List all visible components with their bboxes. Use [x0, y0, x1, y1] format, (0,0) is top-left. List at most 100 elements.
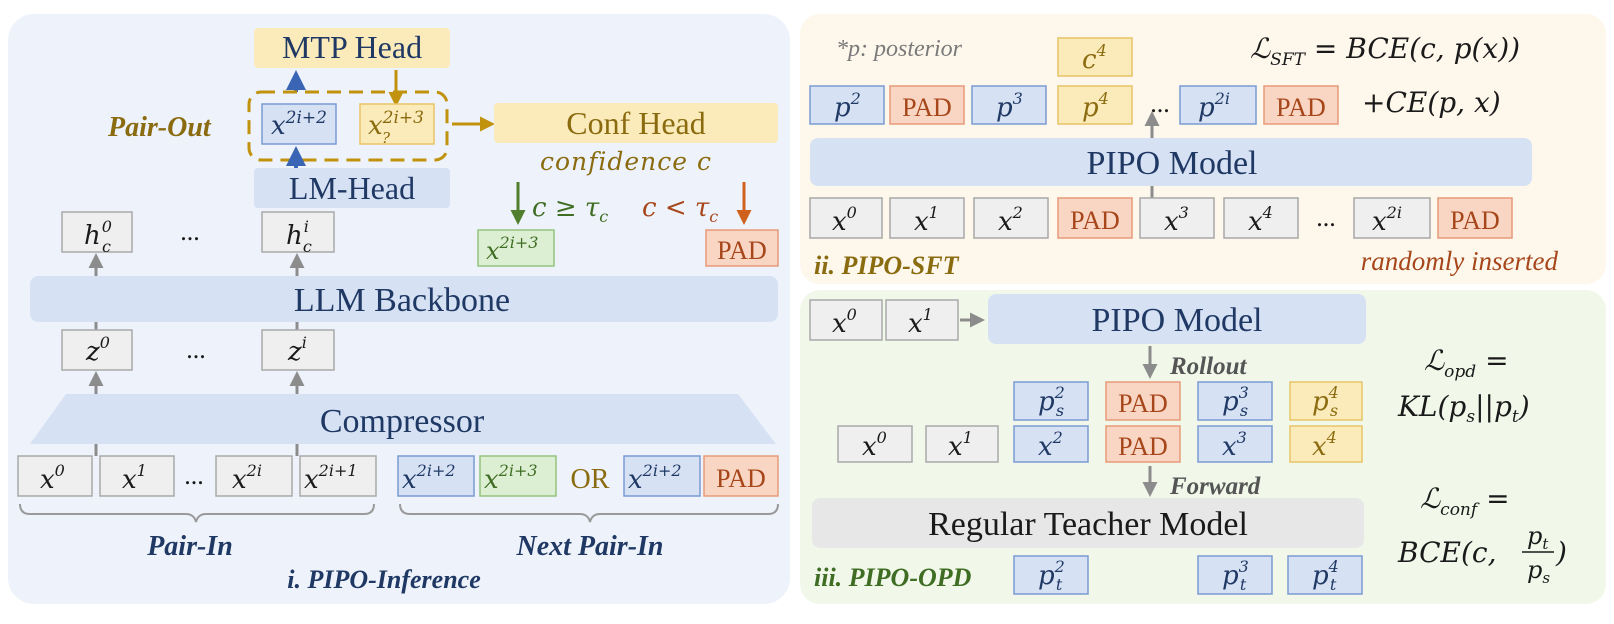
- posterior-c4-box: [1057, 37, 1133, 77]
- pipo-model-opd-label: PIPO Model: [1092, 302, 1263, 339]
- panel-iii-title: iii. PIPO-OPD: [814, 563, 972, 592]
- panel-i-title: i. PIPO-Inference: [287, 565, 481, 594]
- post-p3-box: [971, 85, 1047, 125]
- panel-ii-title: ii. PIPO-SFT: [814, 251, 960, 280]
- pipo-model-opd-box: [988, 294, 1366, 344]
- hidden-hci-box: [261, 211, 335, 253]
- loss-opd-line2: KL(ps||pt): [1397, 390, 1530, 427]
- lm-head-label: LM-Head: [289, 170, 415, 206]
- pair-in-brace: [19, 503, 375, 523]
- token-x-2i-plus-3-accepted: [477, 229, 555, 267]
- input-x2i-plus-1-box: [299, 455, 377, 497]
- opd-x4-box: [1289, 425, 1363, 463]
- lm-head-box: [254, 168, 450, 208]
- teacher-model-box: [812, 498, 1364, 548]
- sft-x3-box: [1139, 197, 1215, 239]
- next-pair-in-label: Next Pair-In: [516, 531, 664, 562]
- opd-pad-label: PAD: [1118, 432, 1168, 461]
- conf-head-label: Conf Head: [566, 105, 706, 141]
- latent-zi-box: [261, 329, 335, 371]
- sft-pad-2-box: [1437, 197, 1513, 239]
- llm-backbone-box: [30, 276, 778, 322]
- compressor-shape: [30, 394, 776, 444]
- post-p2-box: [809, 85, 885, 125]
- teacher-model-label: Regular Teacher Model: [928, 506, 1248, 543]
- next-x2i-plus-2-box-a: [397, 455, 475, 497]
- sft-pad-2-label: PAD: [1450, 206, 1500, 235]
- next-pair-in-brace: [399, 503, 779, 523]
- sft-input-ellipsis: ...: [1316, 203, 1336, 232]
- token-x-2i-plus-3-out-label: x2i+3?: [368, 108, 424, 147]
- mtp-head-label: MTP Head: [282, 29, 422, 65]
- opd-x1-box: [925, 425, 999, 463]
- conf-head-box: [494, 103, 778, 143]
- pair-in-label: Pair-In: [146, 531, 233, 562]
- loss-conf-line1: ℒconf =: [1420, 482, 1510, 520]
- input-x1-box: [99, 455, 175, 497]
- pt4-box: [1287, 555, 1363, 595]
- or-label: OR: [571, 464, 610, 495]
- input-x2i-box: [215, 455, 293, 497]
- opd-pad-box: [1105, 425, 1181, 463]
- ps4-box: [1289, 381, 1363, 421]
- loss-sft-line1: ℒSFT = BCE(c, p(x)): [1250, 32, 1520, 70]
- pipo-model-sft-label: PIPO Model: [1087, 145, 1258, 182]
- sft-x2i-box: [1353, 197, 1431, 239]
- confidence-label: confidence c: [540, 147, 712, 176]
- opd-x3-box: [1197, 425, 1273, 463]
- loss-sft-line2: +CE(p, x): [1362, 86, 1501, 119]
- rollout-label: Rollout: [1169, 353, 1247, 380]
- latent-z0-box: [61, 329, 133, 371]
- loss-conf-close: ): [1555, 536, 1567, 569]
- pt2-box: [1013, 555, 1089, 595]
- hc-ellipsis: ...: [180, 217, 200, 246]
- hidden-hc0-box: [61, 211, 133, 253]
- post-pad-1-label: PAD: [902, 93, 952, 122]
- post-ellipsis: ...: [1150, 89, 1170, 118]
- sft-x4-box: [1223, 197, 1299, 239]
- token-x-2i-plus-2-out-label: x2i+2: [271, 108, 327, 141]
- post-p4-box: [1057, 85, 1133, 125]
- input-ellipsis: ...: [184, 461, 204, 490]
- opd-prefix-x1-box: [885, 299, 959, 341]
- randomly-inserted-label: randomly inserted: [1361, 246, 1559, 276]
- cond-lt-label: c < τc: [642, 193, 718, 226]
- ps-pad-box: [1105, 381, 1181, 421]
- panel-i: MTP Head Pair-Out x2i+2 x2i+3? Conf Head…: [17, 28, 779, 594]
- token-x-2i-plus-2-out: [261, 103, 337, 145]
- panel-ii: *p: posterior ℒSFT = BCE(c, p(x)) +CE(p,…: [809, 32, 1559, 280]
- ps-pad-label: PAD: [1118, 389, 1168, 418]
- token-x-2i-plus-3-out: [359, 103, 435, 145]
- sft-x0-box: [809, 197, 883, 239]
- post-pad-1-box: [889, 85, 965, 125]
- forward-label: Forward: [1169, 473, 1261, 500]
- llm-backbone-label: LLM Backbone: [294, 282, 510, 319]
- ps2-box: [1013, 381, 1089, 421]
- input-x0-box: [17, 455, 93, 497]
- posterior-note: *p: posterior: [836, 36, 963, 62]
- pt3-box: [1197, 555, 1273, 595]
- opd-x0-box: [837, 425, 913, 463]
- cond-ge-label: c ≥ τc: [532, 193, 608, 226]
- next-x2i-plus-3-box: [479, 455, 557, 497]
- pad-rejected-label: PAD: [717, 236, 767, 265]
- compressor-label: Compressor: [320, 403, 485, 440]
- next-pad-box: [703, 455, 779, 497]
- mtp-head-box: [254, 28, 450, 68]
- loss-conf-line2: BCE(c,: [1397, 536, 1496, 569]
- opd-x2-box: [1013, 425, 1089, 463]
- pad-rejected-box: [705, 229, 779, 267]
- z-ellipsis: ...: [186, 335, 206, 364]
- next-pad-label: PAD: [716, 464, 766, 493]
- pipo-model-sft-box: [810, 138, 1532, 186]
- next-x2i-plus-2-box-b: [623, 455, 701, 497]
- sft-pad-1-label: PAD: [1070, 206, 1120, 235]
